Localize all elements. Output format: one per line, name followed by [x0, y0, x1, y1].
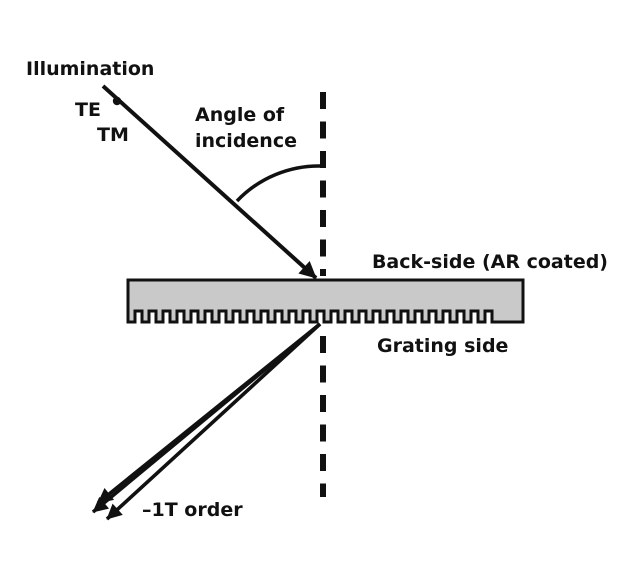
illumination-label: Illumination — [26, 58, 154, 80]
diffracted-ray-arrow — [91, 322, 322, 514]
grating-side-label: Grating side — [377, 335, 508, 357]
diffracted-ray-arrow — [105, 322, 322, 521]
angle-of-incidence-arc — [235, 164, 323, 203]
grating-substrate — [126, 278, 525, 324]
te-polarization-label: TE — [75, 99, 101, 121]
back-side-label: Back-side (AR coated) — [372, 251, 608, 273]
polarization-dot-icon — [112, 96, 122, 106]
minus-first-order-label: –1T order — [142, 499, 243, 521]
diffracted-order-arrows — [91, 322, 322, 521]
tm-polarization-label: TM — [97, 124, 129, 146]
incident-ray-arrow — [101, 84, 318, 280]
angle-of-incidence-label-line2: incidence — [195, 130, 297, 152]
angle-of-incidence-label-line1: Angle of — [195, 104, 285, 126]
